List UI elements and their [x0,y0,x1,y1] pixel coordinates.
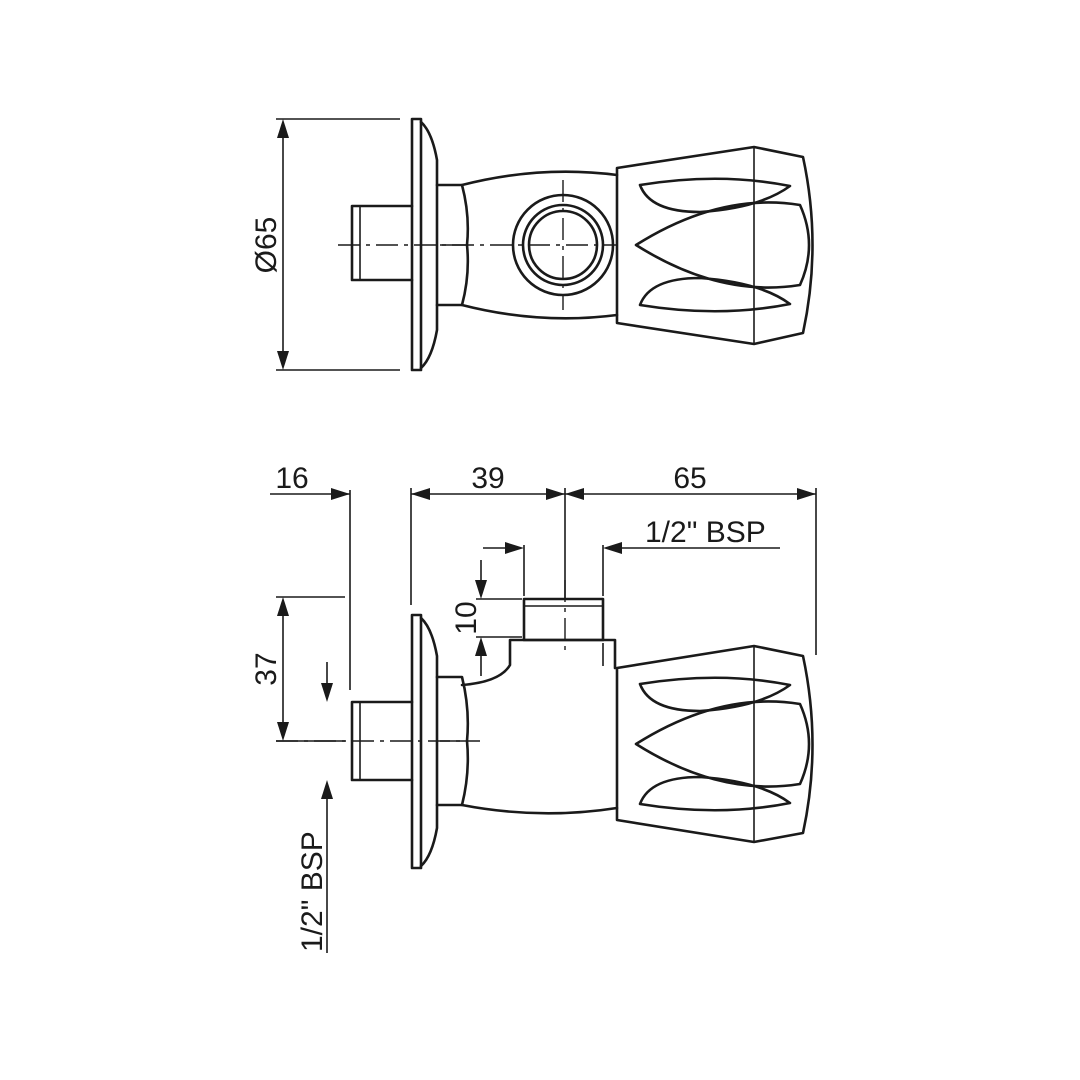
left-thread-callout: 1/2" BSP [296,662,333,953]
top-valve-body [460,170,619,320]
side-valve-body [460,638,619,815]
dimension-65-label: 65 [673,462,706,495]
diameter-label: Ø65 [250,217,283,274]
dimension-chain-top: 16 39 65 [270,462,817,690]
dimension-16-label: 16 [275,462,308,495]
top-view: Ø65 [250,117,814,372]
diameter-dimension: Ø65 [250,118,400,371]
top-handle [615,145,814,346]
side-view: 16 39 65 1/2" BSP 10 [250,462,817,953]
side-outlet-thread [522,597,605,642]
side-handle [615,644,814,844]
dimension-39-label: 39 [471,462,504,495]
top-thread-callout: 1/2" BSP [483,516,780,596]
dimension-10: 10 [450,560,522,676]
top-thread-label: 1/2" BSP [645,516,766,549]
left-thread-label: 1/2" BSP [296,831,329,952]
dimension-37: 37 [250,596,345,742]
dimension-37-label: 37 [250,652,283,685]
top-inlet-thread [350,204,414,282]
dimension-10-label: 10 [450,601,483,634]
